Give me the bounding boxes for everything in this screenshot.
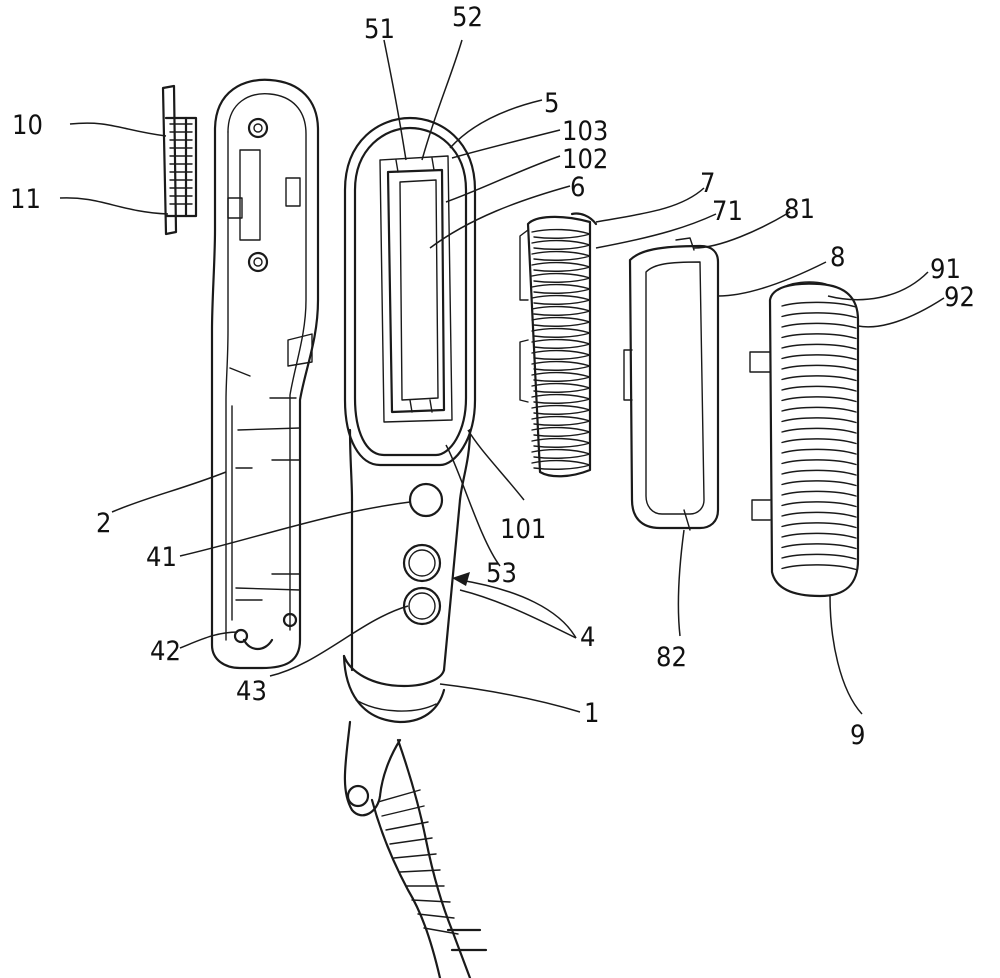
part-labels: 10 11 2 41 42 43 51 52 5 103 102 6 101 5… [10, 2, 975, 751]
comb-tooth [531, 349, 591, 360]
label-43: 43 [236, 676, 267, 707]
comb-tooth [531, 250, 591, 261]
grille-bar [781, 553, 857, 560]
comb-tooth [531, 283, 591, 294]
comb-tooth [531, 261, 591, 272]
grille-bar [781, 375, 857, 382]
grille-bar [781, 396, 857, 403]
label-1: 1 [584, 698, 599, 729]
label-53: 53 [486, 558, 517, 589]
label-10: 10 [12, 110, 43, 141]
comb-tooth [531, 360, 591, 371]
grille-bar [781, 438, 857, 445]
grille-bar [781, 543, 857, 550]
grille-bar [781, 490, 857, 497]
comb-tooth [531, 448, 591, 459]
comb-tooth [531, 415, 591, 426]
comb-tooth [531, 327, 591, 338]
grille-bar [781, 511, 857, 518]
comb-tooth [531, 305, 591, 316]
label-11: 11 [10, 184, 41, 215]
grille-bar [781, 459, 857, 466]
comb-tooth [531, 294, 591, 305]
label-6: 6 [570, 172, 585, 203]
label-91: 91 [930, 254, 961, 285]
label-2: 2 [96, 508, 111, 539]
comb-tooth [531, 393, 591, 404]
grille-bar [781, 354, 857, 361]
grille-bar [781, 406, 857, 413]
grille-bar [781, 322, 857, 329]
label-71: 71 [712, 196, 743, 227]
grille-bar [781, 564, 857, 571]
comb-tooth [531, 228, 591, 239]
grille-bar [781, 427, 857, 434]
grille-bar [781, 385, 857, 392]
cover-part-9 [749, 281, 860, 598]
label-103: 103 [562, 116, 608, 147]
label-42: 42 [150, 636, 181, 667]
label-82: 82 [656, 642, 687, 673]
frame-part-8 [623, 237, 720, 531]
label-4: 4 [580, 622, 595, 653]
clip-part-10-11 [161, 84, 198, 236]
label-7: 7 [700, 168, 715, 199]
label-92: 92 [944, 282, 975, 313]
grille-bar [781, 364, 857, 371]
comb-tooth [531, 239, 591, 250]
comb-tooth [531, 382, 591, 393]
grille-bar [781, 501, 857, 508]
leader-lines [59, 39, 945, 715]
grille-bar [781, 448, 857, 455]
comb-tooth [531, 371, 591, 382]
grille-bar [781, 312, 857, 319]
label-51: 51 [364, 14, 395, 45]
label-41: 41 [146, 542, 177, 573]
main-body-part-1 [342, 116, 488, 978]
grille-bar [781, 532, 857, 539]
comb-tooth [531, 404, 591, 415]
comb-tooth [531, 272, 591, 283]
grille-bar [781, 417, 857, 424]
comb-tooth [531, 459, 591, 470]
label-81: 81 [784, 194, 815, 225]
comb-part-7 [519, 212, 598, 478]
grille-bar [781, 522, 857, 529]
grille-bar [781, 343, 857, 350]
label-52: 52 [452, 2, 483, 33]
comb-tooth [531, 437, 591, 448]
rear-housing-part-2 [210, 78, 320, 670]
label-8: 8 [830, 242, 845, 273]
comb-tooth [531, 316, 591, 327]
grille-bar [781, 333, 857, 340]
comb-tooth [531, 426, 591, 437]
grille-bar [781, 480, 857, 487]
label-102: 102 [562, 144, 608, 175]
comb-tooth [531, 338, 591, 349]
label-101: 101 [500, 514, 546, 545]
label-9: 9 [850, 720, 865, 751]
grille-bar [781, 469, 857, 476]
grille-bar [781, 301, 857, 308]
label-5: 5 [544, 88, 559, 119]
